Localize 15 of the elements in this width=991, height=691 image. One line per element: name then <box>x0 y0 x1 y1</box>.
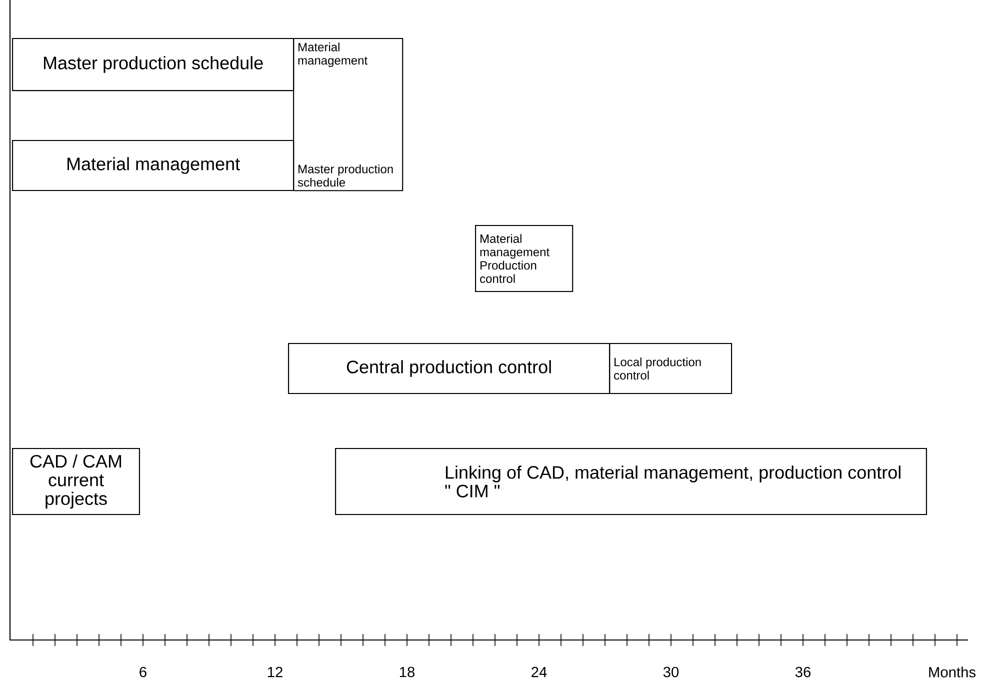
tick-label: 24 <box>532 666 547 678</box>
process-box: Material management Master production schedule <box>293 38 404 192</box>
process-box: Master production schedule <box>12 38 294 92</box>
tick-label: 12 <box>268 666 282 678</box>
tick-label: 18 <box>400 666 415 678</box>
tick-label: 36 <box>795 666 811 678</box>
process-box: Local production control <box>609 343 732 394</box>
process-box: Central production control <box>288 343 610 394</box>
process-box: Material management <box>12 140 294 192</box>
axis-title: Months <box>929 666 976 678</box>
tick-label: 6 <box>140 666 146 678</box>
tick-label: 30 <box>663 666 679 678</box>
process-box: Linking of CAD, material management, production control " CIM " <box>335 448 927 516</box>
process-box: CAD / CAM current projects <box>12 448 140 516</box>
process-box: Material management Production control <box>475 225 574 292</box>
